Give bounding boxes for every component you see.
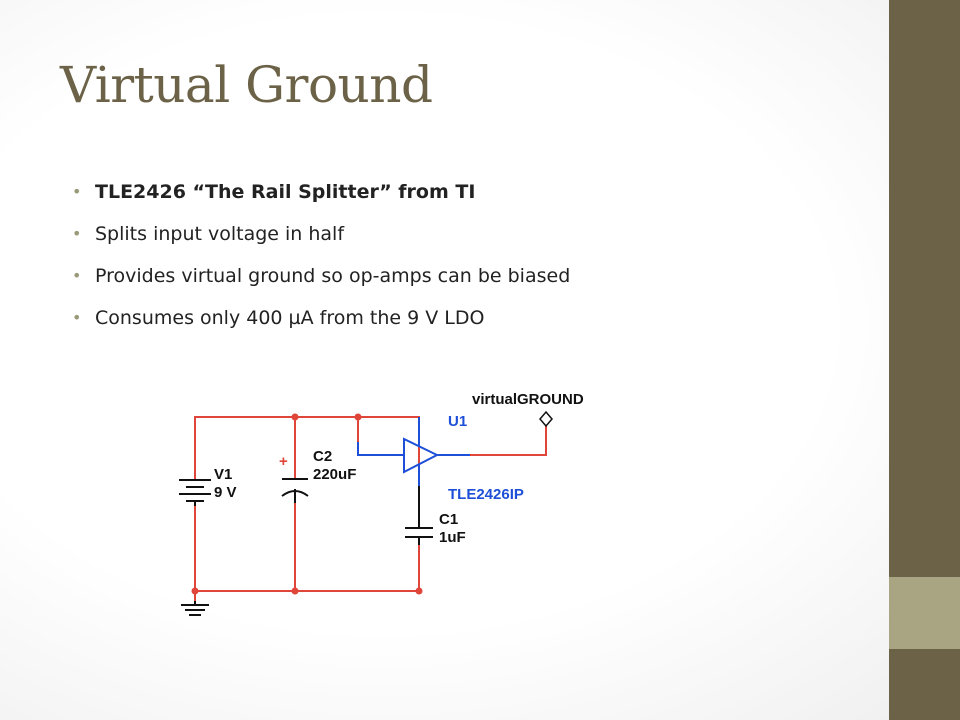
bullet-item: • Splits input voltage in half [72,218,570,260]
junction-dot [291,587,299,595]
wire-output-red [470,426,547,456]
battery-value-label: 9 V [214,484,237,501]
junction-dot [291,413,299,421]
net-probe-icon [539,410,553,428]
opamp-symbol [357,417,470,486]
cap2-polarity-label: + [279,453,288,470]
bullet-item: • TLE2426 “The Rail Splitter” from TI [72,176,570,218]
bullet-text: Consumes only 400 µA from the 9 V LDO [95,307,485,329]
net-label: virtualGROUND [472,391,584,408]
junction-dot [415,587,423,595]
opamp-feedback [357,442,404,456]
cap1-ref-label: C1 [439,511,458,528]
sidebar-accent-light [889,577,960,649]
wires [194,416,547,601]
bullet-text: TLE2426 “The Rail Splitter” from TI [95,181,476,203]
bullet-marker: • [72,224,82,243]
battery-ref-label: V1 [214,466,232,483]
sidebar-accent-dark-bottom [889,649,960,720]
opamp-part-label: TLE2426IP [448,486,524,503]
slide-title: Virtual Ground [60,56,433,114]
cap2-value-label: 220uF [313,466,356,483]
sidebar-accent-dark [889,0,960,577]
opamp-ref-label: U1 [448,413,467,430]
cap1-value-label: 1uF [439,529,466,546]
bullet-item: • Provides virtual ground so op-amps can… [72,260,570,302]
opamp-triangle [403,437,440,474]
ground-icon [181,601,209,616]
cap2-ref-label: C2 [313,448,332,465]
bullet-text: Splits input voltage in half [95,223,345,245]
bullet-list: • TLE2426 “The Rail Splitter” from TI • … [72,176,570,344]
junction-dot [191,587,199,595]
capacitor-c1-symbol [405,486,433,545]
bullet-text: Provides virtual ground so op-amps can b… [95,265,571,287]
junction-dot [354,413,362,421]
capacitor-c2-symbol [281,478,309,503]
junction-dots [191,413,423,595]
battery-symbol [179,479,211,506]
bullet-marker: • [72,182,82,201]
bullet-marker: • [72,308,82,327]
bullet-item: • Consumes only 400 µA from the 9 V LDO [72,302,570,344]
bullet-marker: • [72,266,82,285]
